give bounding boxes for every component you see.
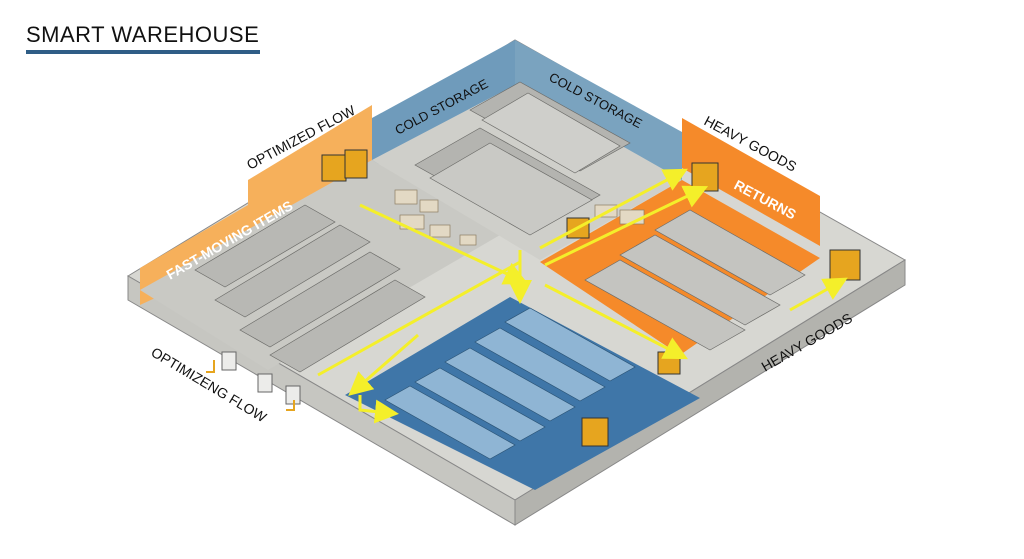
returns-racks xyxy=(584,209,806,351)
title-underline xyxy=(26,50,260,54)
back-right-wall-orange xyxy=(682,118,820,246)
left-upper-wall-orange xyxy=(248,105,372,235)
cold-storage-racks xyxy=(414,81,631,236)
forklift-icon xyxy=(581,417,609,447)
back-left-wall xyxy=(372,40,515,168)
back-right-wall-cold xyxy=(515,40,682,182)
forklift-icon xyxy=(657,351,681,375)
front-right-wall xyxy=(514,259,906,526)
forklift-icon xyxy=(321,149,368,182)
flow-paths xyxy=(317,168,848,424)
forklift-icon xyxy=(829,249,861,281)
forklift-icon xyxy=(691,162,719,192)
loading-doors xyxy=(221,351,301,405)
blue-zone-racks xyxy=(384,307,636,460)
door-arrows xyxy=(206,360,295,411)
page-title: SMART WAREHOUSE xyxy=(26,22,260,47)
fast-moving-racks xyxy=(194,204,426,373)
